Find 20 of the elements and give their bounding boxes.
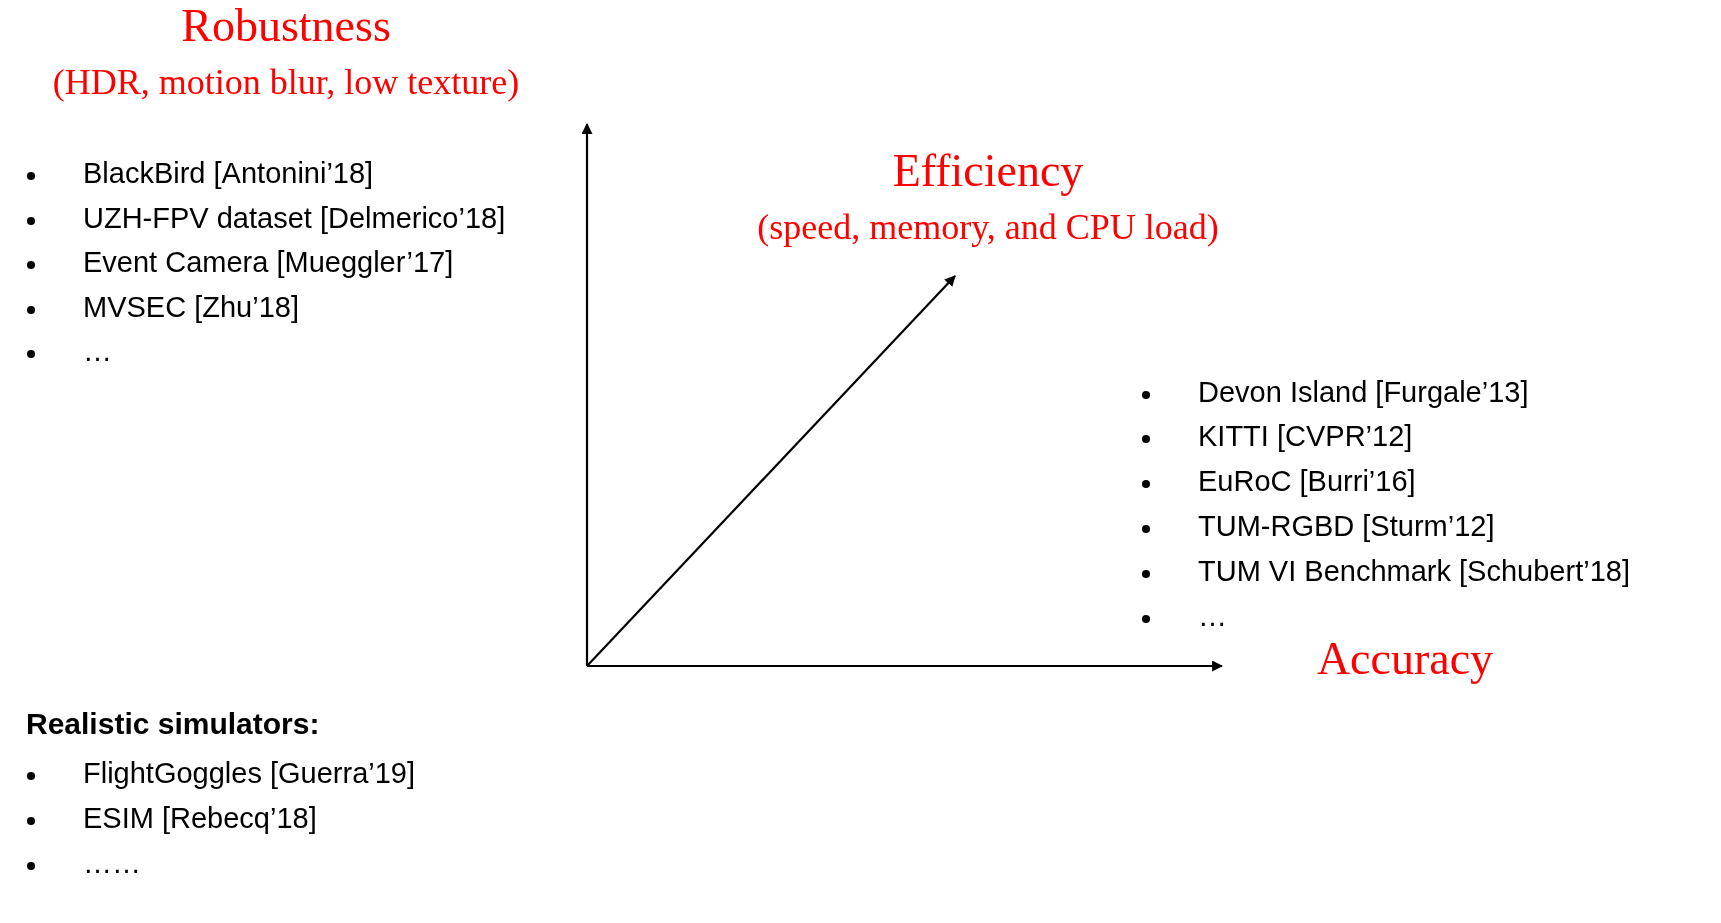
axis-title: Robustness <box>181 0 391 53</box>
list-item: ESIM [Rebecq’18] <box>83 802 317 836</box>
list-item: TUM VI Benchmark [Schubert’18] <box>1198 555 1630 589</box>
axis-title: Efficiency <box>892 145 1084 198</box>
list-item: TUM-RGBD [Sturm’12] <box>1198 510 1495 544</box>
section-heading: Realistic simulators: <box>26 707 320 742</box>
list-item: EuRoC [Burri’16] <box>1198 465 1416 499</box>
axis-subtitle: (HDR, motion blur, low texture) <box>52 62 520 104</box>
list-item: … <box>83 335 112 369</box>
axis-subtitle: (speed, memory, and CPU load) <box>757 207 1219 249</box>
list-item: … <box>1198 600 1227 634</box>
list-item: KITTI [CVPR’12] <box>1198 420 1413 454</box>
list-item: …… <box>83 847 141 881</box>
list-item: MVSEC [Zhu’18] <box>83 291 299 325</box>
axis-title: Accuracy <box>1316 633 1494 686</box>
list-item: FlightGoggles [Guerra’19] <box>83 757 416 791</box>
list-item: UZH-FPV dataset [Delmerico’18] <box>83 202 506 236</box>
list-item: BlackBird [Antonini’18] <box>83 157 374 191</box>
list-item: Devon Island [Furgale’13] <box>1198 376 1529 410</box>
list-item: Event Camera [Mueggler’17] <box>83 246 454 280</box>
